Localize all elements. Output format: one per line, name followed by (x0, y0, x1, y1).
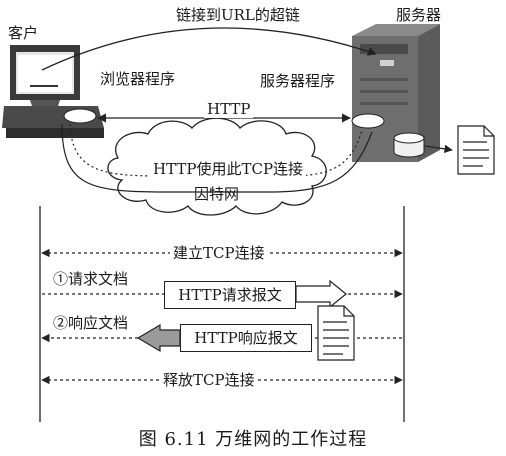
browser-program-icon (63, 108, 97, 124)
figure-caption: 图 6.11 万维网的工作过程 (138, 429, 368, 450)
server-label: 服务器 (396, 6, 442, 24)
response-message-box: HTTP响应报文 (180, 324, 312, 352)
client-label: 客户 (8, 24, 39, 42)
response-block-arrow (136, 323, 181, 353)
request-block-arrow (295, 279, 347, 309)
hyperlink-label: 链接到URL的超链 (176, 6, 300, 24)
step2-label: ②响应文档 (50, 314, 132, 332)
server-program-icon (351, 113, 385, 129)
request-message-box: HTTP请求报文 (164, 281, 296, 309)
tcp-usage-label: HTTP使用此TCP连接 (150, 160, 307, 178)
release-label: 释放TCP连接 (160, 371, 258, 389)
server-icon (351, 24, 440, 162)
client-computer-icon (2, 45, 104, 138)
establish-label: 建立TCP连接 (170, 244, 268, 262)
internet-label: 因特网 (194, 185, 240, 203)
tcp-connection-line (61, 123, 373, 193)
http-label: HTTP (204, 100, 254, 118)
server-program-label: 服务器程序 (260, 72, 336, 90)
step1-label: ①请求文档 (50, 270, 132, 288)
document-icon (457, 125, 495, 175)
hyperlink-arrow (41, 27, 377, 71)
response-document-icon (317, 305, 355, 361)
browser-label: 浏览器程序 (100, 70, 176, 88)
storage-disk-icon (393, 132, 425, 158)
